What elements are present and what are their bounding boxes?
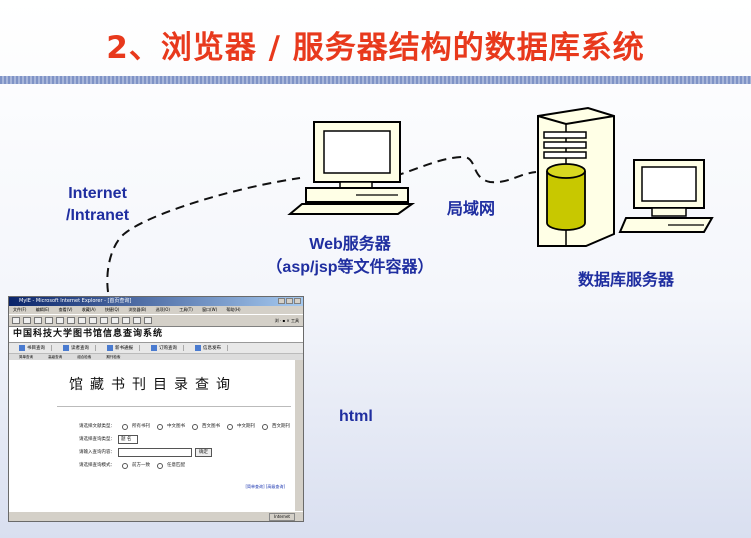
print-icon[interactable]: [122, 317, 130, 324]
status-zone: Internet: [269, 513, 295, 521]
maximize-icon[interactable]: [286, 298, 293, 304]
search-mode-radio[interactable]: [157, 462, 163, 469]
lan-label: 局域网: [447, 201, 496, 218]
discuss-icon[interactable]: [144, 317, 152, 324]
internet-label-line2: /Intranet: [66, 207, 130, 224]
nav-item-reader[interactable]: 读者查询: [57, 345, 96, 351]
browser-toolbar: 浏 · ▪ × 工具: [9, 314, 303, 327]
browser-statusbar: Internet: [9, 511, 303, 521]
doc-type-radio[interactable]: [122, 423, 128, 430]
minimize-icon[interactable]: [278, 298, 285, 304]
close-icon[interactable]: [294, 298, 301, 304]
newbooks-icon: [107, 345, 113, 351]
menu-item[interactable]: 查看(V): [58, 307, 73, 312]
subnav-item[interactable]: 高级查询: [48, 355, 63, 359]
browser-titlebar: MyIE - Microsoft Internet Explorer - [首页…: [9, 297, 303, 306]
confirm-button[interactable]: 确定: [195, 448, 212, 457]
search-mode-row: 请选择查询模式： 前方一致 任意匹配: [79, 459, 290, 472]
doc-type-radio[interactable]: [227, 423, 233, 430]
web-server-label: Web服务器 （asp/jsp等文件容器）: [250, 233, 450, 279]
search-mode-links[interactable]: [简单查询] [高级查询]: [245, 484, 285, 489]
search-mode-label: 请选择查询模式：: [79, 463, 115, 468]
order-icon: [151, 345, 157, 351]
database-cylinder-icon: [546, 163, 586, 231]
slide-title: 2、浏览器 / 服务器结构的数据库系统: [106, 30, 645, 66]
browser-content: 馆藏书刊目录查询 请选择文献类型： 所有书刊 中文图书 西文图书 中文期刊 西文…: [9, 360, 303, 518]
home-icon[interactable]: [67, 317, 75, 324]
subnav-item[interactable]: 期刊检索: [106, 355, 121, 359]
new-page-icon[interactable]: [12, 317, 20, 324]
subnav-item[interactable]: 组合检索: [77, 355, 92, 359]
nav-item-order[interactable]: 订购查询: [145, 345, 184, 351]
page-heading: 馆藏书刊目录查询: [69, 377, 237, 393]
doc-type-radio[interactable]: [157, 423, 163, 430]
site-navbar: 书目查询 读者查询 新书通报 订购查询 信息发布: [9, 343, 303, 354]
browser-window-title: MyIE - Microsoft Internet Explorer - [首页…: [19, 298, 132, 304]
subnav-item[interactable]: 简单查询: [19, 355, 33, 359]
network-connection-line: [394, 155, 537, 184]
menu-item[interactable]: 工具(T): [179, 307, 193, 312]
doc-type-label: 请选择文献类型：: [79, 424, 115, 429]
menu-item[interactable]: 编辑(E): [35, 307, 50, 312]
doc-type-row: 请选择文献类型： 所有书刊 中文图书 西文图书 中文期刊 西文期刊: [79, 420, 290, 433]
html-label: html: [339, 408, 373, 425]
search-content-label: 请输入查询内容：: [79, 450, 115, 455]
doc-type-radio[interactable]: [262, 423, 268, 430]
info-icon: [195, 345, 201, 351]
site-subnav: 简单查询 高级查询 组合检索 期刊检索: [9, 354, 303, 360]
title-divider: [0, 76, 751, 84]
db-monitor-icon: [618, 159, 714, 233]
web-server-computer-icon: [287, 121, 416, 215]
search-icon[interactable]: [78, 317, 86, 324]
search-input[interactable]: [118, 448, 192, 457]
book-icon: [19, 345, 25, 351]
search-type-select[interactable]: 题 名: [118, 435, 139, 444]
browser-menubar: 文件(F) 编辑(E) 查看(V) 收藏(A) 快捷(Q) 浏览器(B) 选项(…: [9, 306, 303, 314]
menu-item[interactable]: 帮助(H): [226, 307, 241, 312]
menu-item[interactable]: 浏览器(B): [128, 307, 147, 312]
menu-item[interactable]: 文件(F): [13, 307, 27, 312]
mail-icon[interactable]: [111, 317, 119, 324]
content-divider: [57, 406, 291, 407]
db-server-label: 数据库服务器: [578, 272, 675, 289]
menu-item[interactable]: 收藏(A): [81, 307, 96, 312]
edit-icon[interactable]: [133, 317, 141, 324]
search-form: 请选择文献类型： 所有书刊 中文图书 西文图书 中文期刊 西文期刊 请选择查询类…: [79, 420, 290, 472]
history-icon[interactable]: [100, 317, 108, 324]
web-server-label-line1: Web服务器: [309, 236, 391, 253]
menu-item[interactable]: 选项(O): [155, 307, 170, 312]
internet-label-line1: Internet: [68, 185, 127, 202]
back-icon[interactable]: [23, 317, 31, 324]
site-header: 中国科技大学图书馆信息查询系统: [9, 327, 303, 343]
toolbar-right-buttons[interactable]: 浏 · ▪ × 工具: [274, 317, 299, 323]
browser-window: MyIE - Microsoft Internet Explorer - [首页…: [8, 296, 304, 522]
nav-item-info[interactable]: 信息发布: [189, 345, 228, 351]
internet-label: Internet /Intranet: [66, 183, 129, 227]
forward-icon[interactable]: [34, 317, 42, 324]
search-type-label: 请选择查询类型：: [79, 437, 115, 442]
doc-type-radio[interactable]: [192, 423, 198, 430]
stop-icon[interactable]: [45, 317, 53, 324]
nav-item-catalog[interactable]: 书目查询: [13, 345, 52, 351]
menu-item[interactable]: 快捷(Q): [104, 307, 120, 312]
favorites-icon[interactable]: [89, 317, 97, 324]
reader-icon: [63, 345, 69, 351]
search-content-row: 请输入查询内容： 确定: [79, 446, 290, 459]
search-type-row: 请选择查询类型： 题 名: [79, 433, 290, 446]
web-server-label-line2: （asp/jsp等文件容器）: [266, 259, 434, 276]
search-mode-radio[interactable]: [122, 462, 128, 469]
nav-item-newbooks[interactable]: 新书通报: [101, 345, 140, 351]
refresh-icon[interactable]: [56, 317, 64, 324]
menu-item[interactable]: 窗口(W): [202, 307, 218, 312]
